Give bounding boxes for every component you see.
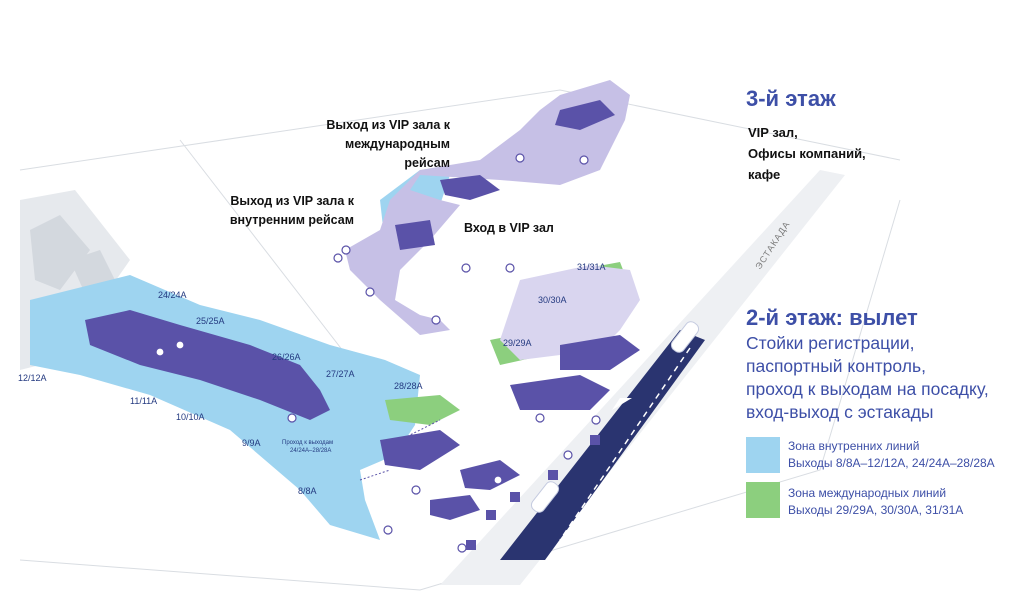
gate-10-label: 10/10A	[176, 412, 205, 422]
gate-12-label: 12/12A	[18, 373, 47, 383]
floor2-description: Стойки регистрации, паспортный контроль,…	[746, 332, 1021, 424]
gate-24-label: 24/24A	[158, 290, 187, 300]
floor2-line: Стойки регистрации,	[746, 333, 915, 353]
floor3-description: VIP зал, Офисы компаний, кафе	[748, 122, 866, 185]
gate-29-label: 29/29A	[503, 338, 532, 348]
gate-28-label: 28/28A	[394, 381, 423, 391]
floor3-line: Офисы компаний,	[748, 146, 866, 161]
callout-line: рейсам	[404, 156, 450, 170]
callout-line: Выход из VIP зала к	[326, 118, 450, 132]
gate-8-label: 8/8A	[298, 486, 317, 496]
callout-line: международным	[345, 137, 450, 151]
gate-30-label: 30/30A	[538, 295, 567, 305]
domestic-zone-label: Зона внутренних линий Выходы 8/8A–12/12A…	[788, 438, 995, 472]
up-arrow-icons	[466, 435, 600, 550]
map-notes: Проход к выходам 24/24A–28/28A	[282, 440, 333, 454]
gate-27-label: 27/27A	[326, 369, 355, 379]
callout-line: внутренним рейсам	[229, 213, 354, 227]
gate-25-label: 25/25A	[196, 316, 225, 326]
legend-line: Зона внутренних линий	[788, 439, 920, 453]
legend-line: Зона международных линий	[788, 486, 947, 500]
legend-line: Выходы 8/8A–12/12A, 24/24A–28/28A	[788, 456, 995, 470]
gate-9-label: 9/9A	[242, 438, 261, 448]
gate-labels: 24/24A 25/25A 26/26A 27/27A 28/28A 29/29…	[18, 262, 606, 496]
floor3-line: кафе	[748, 167, 781, 182]
car-icon	[670, 321, 700, 353]
floor3-line: VIP зал,	[748, 125, 798, 140]
gate-31-label: 31/31A	[577, 262, 606, 272]
building-blocks	[85, 100, 640, 520]
gate-11-label: 11/11A	[130, 396, 157, 406]
escalator-icon	[548, 470, 558, 480]
floor2-line: паспортный контроль,	[746, 356, 926, 376]
third-floor-zone	[345, 80, 640, 360]
escalator-icon	[466, 540, 476, 550]
passage-note-line1: Проход к выходам	[282, 440, 333, 446]
domestic-zone-swatch	[746, 437, 780, 473]
callout-vip-international: Выход из VIP зала к международным рейсам	[318, 116, 450, 173]
info-markers	[155, 153, 601, 553]
car-icon	[530, 481, 560, 513]
callout-vip-domestic: Выход из VIP зала к внутренним рейсам	[214, 192, 354, 230]
callout-vip-entry: Вход в VIP зал	[464, 221, 554, 235]
floor2-title: 2-й этаж: вылет	[746, 305, 918, 330]
escalator-icon	[590, 435, 600, 445]
escalator-icon	[486, 510, 496, 520]
floor2-line: вход-выход с эстакады	[746, 402, 934, 422]
road-arrow-icon	[612, 398, 632, 410]
escalator-icon	[510, 492, 520, 502]
floor3-title: 3-й этаж	[746, 86, 836, 111]
passage-note-line2: 24/24A–28/28A	[290, 448, 331, 454]
gate-26-label: 26/26A	[272, 352, 301, 362]
international-zone-label: Зона международных линий Выходы 29/29A, …	[788, 485, 963, 519]
legend-line: Выходы 29/29A, 30/30A, 31/31A	[788, 503, 964, 517]
callout-line: Выход из VIP зала к	[230, 194, 354, 208]
floor2-line: проход к выходам на посадку,	[746, 379, 989, 399]
ground-outlines	[19, 89, 901, 591]
callout-connectors	[359, 419, 441, 481]
international-zone-swatch	[746, 482, 780, 518]
overpass-road: ЭСТАКАДА	[440, 170, 845, 585]
